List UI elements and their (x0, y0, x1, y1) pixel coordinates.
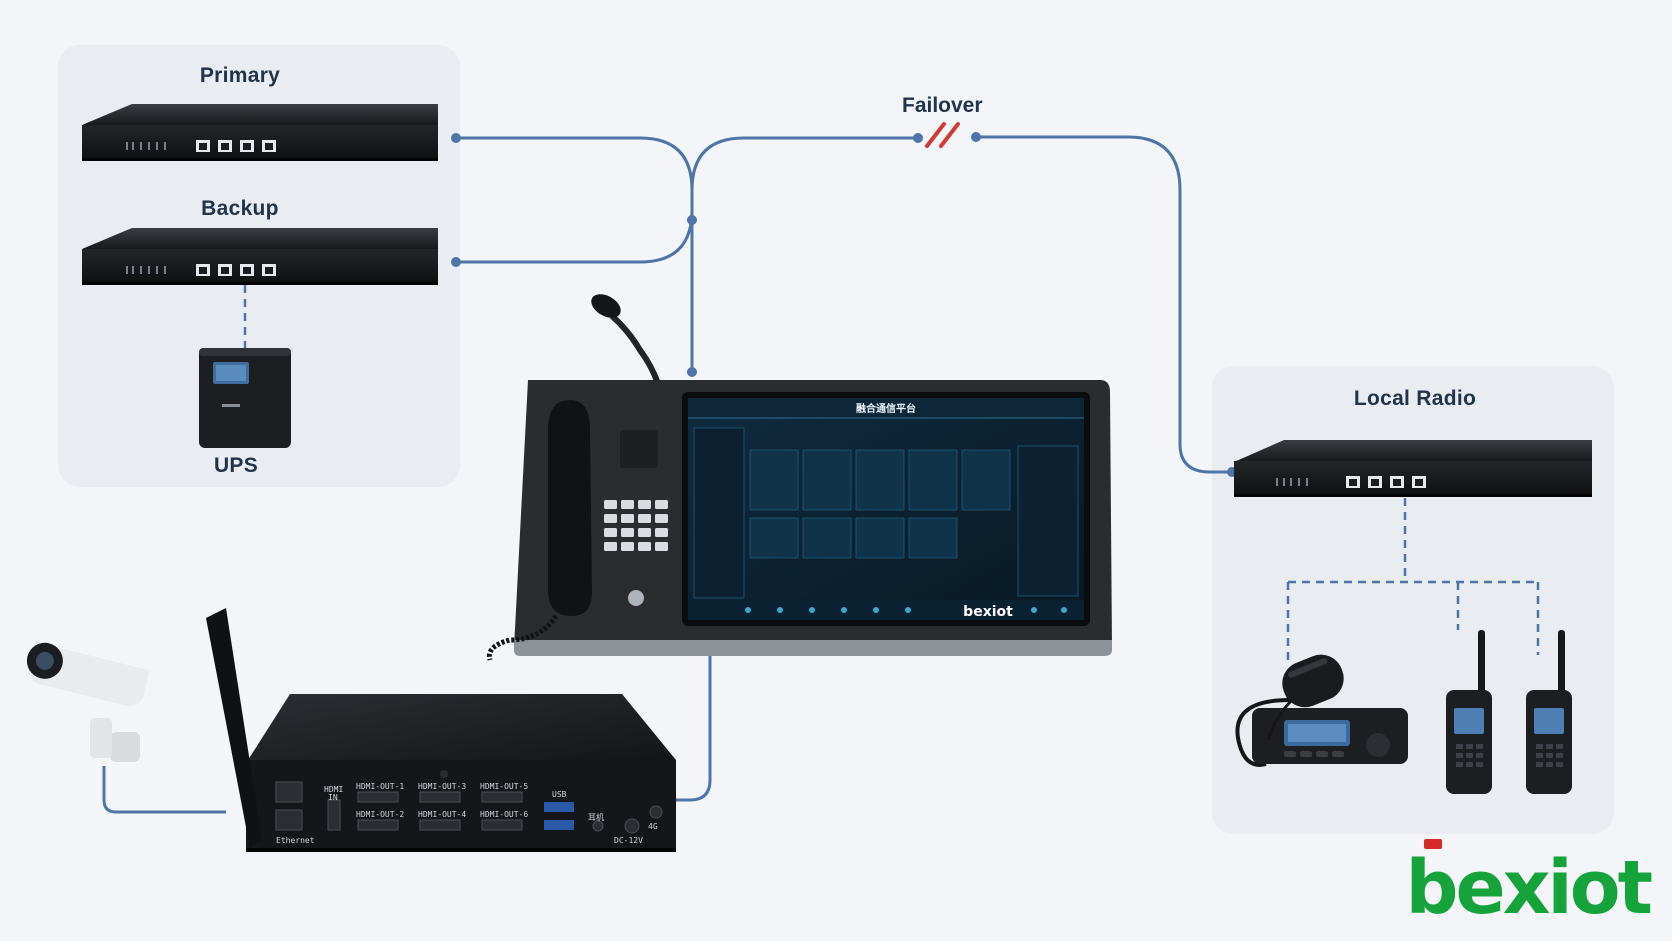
port-hdmi-out-1: HDMI-OUT-1 (356, 782, 404, 791)
video-gateway-port-labels: HDMI IN HDMI-OUT-1 HDMI-OUT-2 HDMI-OUT-3… (276, 782, 658, 845)
handheld-radio-1 (1446, 630, 1492, 794)
mobile-radio-device (1235, 654, 1408, 767)
port-hdmi-out-6: HDMI-OUT-6 (480, 810, 528, 819)
handheld-radio-2 (1526, 630, 1572, 794)
failover-label: Failover (902, 94, 983, 117)
video-gateway-device (206, 608, 676, 852)
brand-logo: bexiot (1406, 839, 1653, 925)
link-camera-gateway (102, 766, 226, 814)
ups-label: UPS (213, 454, 259, 477)
port-hdmi-in: HDMI (324, 785, 343, 794)
link-console-gateway (676, 650, 712, 802)
link-radio-tree (1286, 498, 1540, 660)
dashed-links (243, 285, 1540, 660)
ups-device (199, 348, 291, 448)
console-screen-title: 融合通信平台 (856, 402, 916, 415)
port-hdmi-out-2: HDMI-OUT-2 (356, 810, 404, 819)
backup-label: Backup (201, 197, 279, 220)
port-hdmi-out-4: HDMI-OUT-4 (418, 810, 466, 819)
radio-gateway-device (1234, 440, 1592, 497)
port-cellular: 4G (648, 822, 658, 831)
dispatch-console-device (486, 294, 1112, 661)
screen-tiles (749, 449, 1011, 559)
link-failover-right (976, 135, 1232, 474)
security-camera-device (26, 627, 157, 762)
brand-logo-mark (1423, 839, 1442, 849)
port-hdmi-out-3: HDMI-OUT-3 (418, 782, 466, 791)
network-links (102, 135, 1232, 814)
link-primary (456, 136, 694, 372)
backup-server-device (82, 228, 438, 285)
port-usb: USB (552, 790, 567, 799)
primary-server-device (82, 104, 438, 161)
port-hdmi-in-sub: IN (328, 793, 338, 802)
port-ethernet: Ethernet (276, 836, 315, 845)
brand-logo-text: bexiot (1405, 845, 1653, 931)
port-hdmi-out-5: HDMI-OUT-5 (480, 782, 528, 791)
port-power: DC-12V (614, 836, 643, 845)
link-backup (456, 209, 694, 264)
local-radio-label: Local Radio (1353, 387, 1477, 410)
primary-label: Primary (199, 64, 281, 87)
port-earphone: 耳机 (588, 812, 604, 822)
console-screen-brand: bexiot (963, 604, 1013, 620)
link-failover-left (690, 136, 918, 191)
failover-break-icon (925, 122, 960, 148)
